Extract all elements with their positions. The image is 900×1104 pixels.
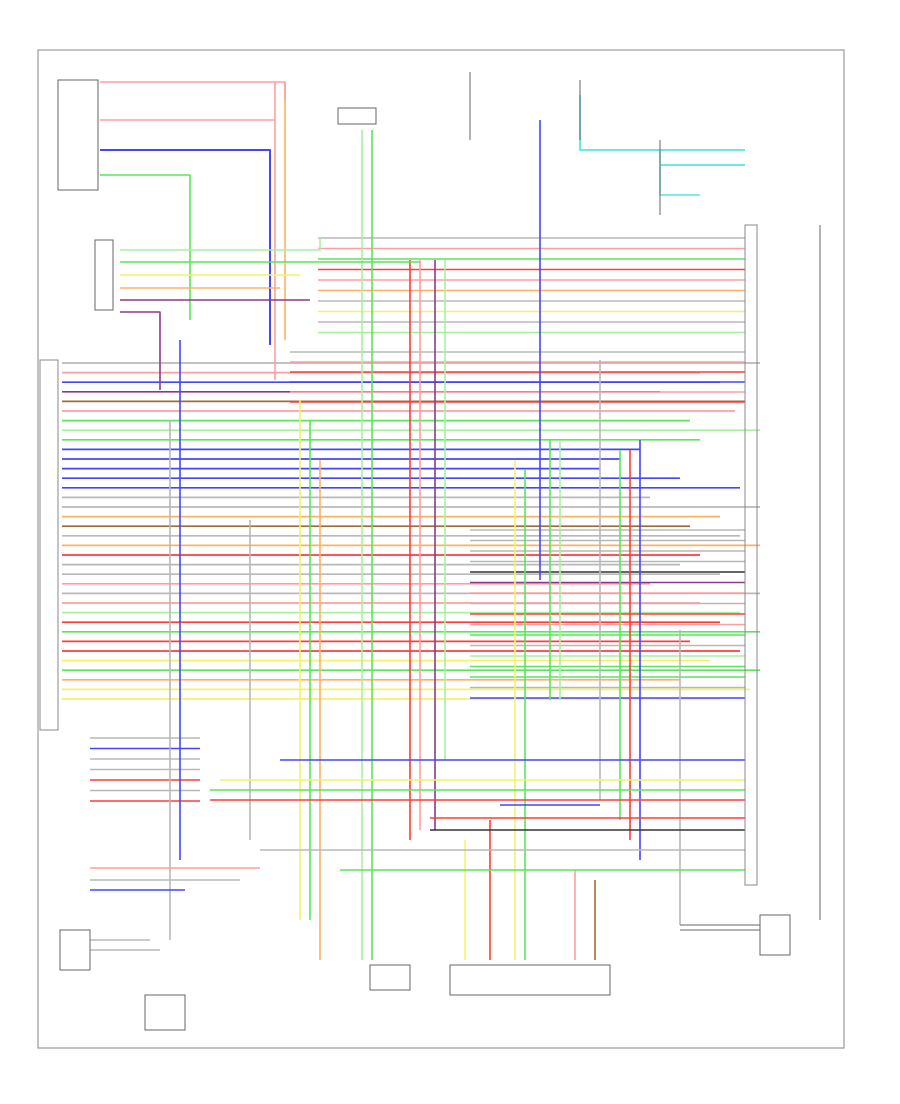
diagnostic-connector: [94, 239, 114, 311]
control-module-box: [369, 964, 411, 991]
wire: [120, 311, 161, 390]
right-switch-box: [759, 914, 791, 956]
diagram-border: [37, 49, 845, 1049]
fuse-relay-box: [57, 79, 99, 191]
wire: [120, 238, 321, 251]
wire: [100, 174, 191, 320]
ecu-connector-left: [39, 359, 59, 731]
sensor-box: [337, 107, 377, 125]
component-layer: [39, 72, 821, 1031]
interior-module-box: [449, 964, 611, 996]
wire-harness-layer: [62, 81, 760, 960]
ecu-connector-right: [744, 224, 758, 886]
switch-box: [144, 994, 186, 1031]
wire: [100, 149, 271, 345]
wire: [100, 81, 286, 100]
left-switch-box: [59, 929, 91, 971]
